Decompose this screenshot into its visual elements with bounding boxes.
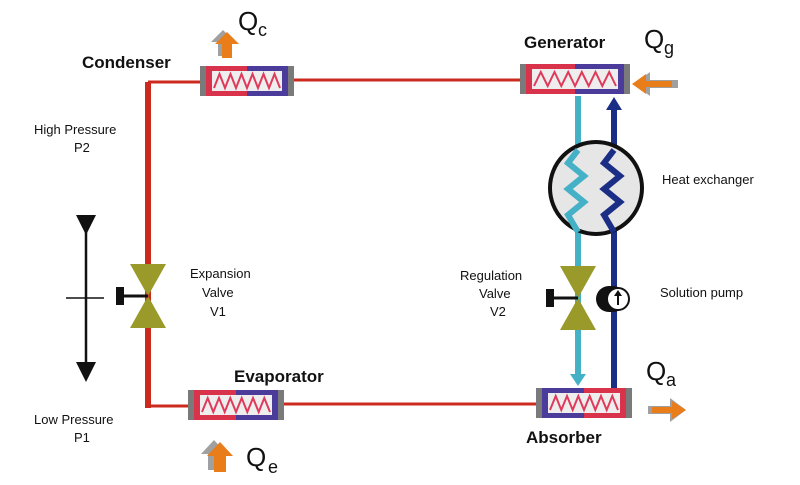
svg-text:Q: Q [238, 6, 258, 36]
heat-label-absorber: Q a [646, 356, 677, 390]
poor-solution-arrowhead [606, 97, 622, 110]
condenser-label: Condenser [82, 53, 171, 72]
svg-text:g: g [664, 38, 674, 58]
heat-arrow-absorber-icon [648, 398, 686, 422]
expansion-valve-actuator [116, 287, 124, 305]
low-pressure-symbol: P1 [74, 430, 90, 445]
expansion-valve-label-1: Expansion [190, 266, 251, 281]
regulation-valve-label-1: Regulation [460, 268, 522, 283]
svg-text:Q: Q [646, 356, 666, 386]
svg-text:Q: Q [246, 442, 266, 472]
expansion-valve [116, 264, 166, 328]
heat-arrow-generator-icon [632, 72, 678, 96]
rich-solution-arrowhead [570, 374, 586, 386]
solution-loop [570, 96, 622, 388]
heat-exchanger-rich-coil [563, 148, 589, 234]
svg-text:c: c [258, 20, 267, 40]
pump-arrow-icon [614, 290, 622, 296]
refrigerant-loop [145, 78, 540, 408]
low-pressure-label: Low Pressure [34, 412, 113, 427]
heat-exchanger-label: Heat exchanger [662, 172, 754, 187]
solution-pump [596, 286, 630, 312]
condenser-coil [200, 66, 294, 96]
heat-arrow-condenser-icon [211, 30, 239, 58]
evaporator-label: Evaporator [234, 367, 324, 386]
generator-coil [520, 64, 630, 94]
pressure-axis [66, 215, 104, 382]
heat-label-evaporator: Q e [246, 442, 278, 477]
heat-exchanger [548, 140, 644, 236]
regulation-valve-actuator [546, 289, 554, 307]
absorber-label: Absorber [526, 428, 602, 447]
svg-text:a: a [666, 370, 677, 390]
absorber-coil [536, 388, 632, 418]
svg-text:e: e [268, 457, 278, 477]
heat-label-condenser: Q c [238, 6, 267, 40]
regulation-valve [546, 266, 596, 330]
heat-label-generator: Q g [644, 24, 674, 58]
heat-arrow-evaporator-icon [201, 440, 233, 472]
regulation-valve-label-2: Valve [479, 286, 511, 301]
expansion-valve-label-2: Valve [202, 285, 234, 300]
high-pressure-label: High Pressure [34, 122, 116, 137]
high-pressure-symbol: P2 [74, 140, 90, 155]
generator-label: Generator [524, 33, 606, 52]
expansion-valve-label-3: V1 [210, 304, 226, 319]
heat-exchanger-poor-coil [599, 148, 625, 234]
evaporator-coil [188, 390, 284, 420]
solution-pump-label: Solution pump [660, 285, 743, 300]
regulation-valve-label-3: V2 [490, 304, 506, 319]
svg-text:Q: Q [644, 24, 664, 54]
